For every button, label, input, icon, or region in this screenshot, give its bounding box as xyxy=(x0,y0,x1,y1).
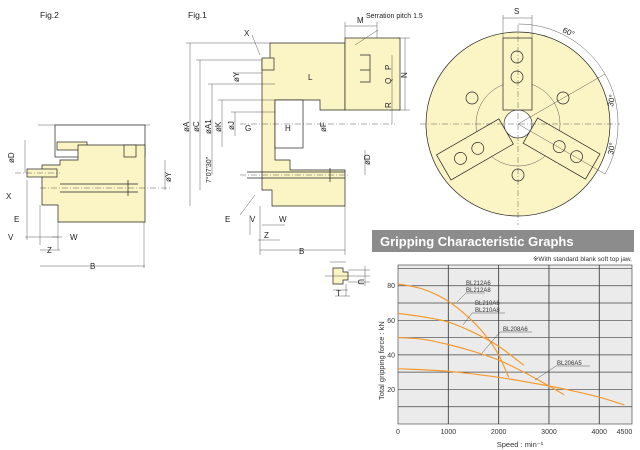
fig2-dim-W: W xyxy=(70,233,78,242)
fig1-dim-W: W xyxy=(279,215,287,224)
curves xyxy=(397,283,625,406)
fig2-plunger xyxy=(123,144,137,158)
y-tick-label: 20 xyxy=(387,387,395,394)
fig2-dim-E: E xyxy=(14,215,19,224)
y-tick-label: 80 xyxy=(387,283,395,290)
fig2-drawing: Fig.2 øD X E V W Z B øY xyxy=(6,10,173,271)
fig2-body xyxy=(41,144,146,223)
fig1-dim-R: R xyxy=(384,102,393,108)
series-line-BL208A6 xyxy=(397,336,565,396)
series-line-BL212A6 xyxy=(397,283,510,378)
fig1-title: Fig.1 xyxy=(188,10,207,20)
x-axis-label: Speed : min⁻¹ xyxy=(497,440,544,449)
fig1-dim-Z: Z xyxy=(264,231,269,240)
fig1-dim-A: øA xyxy=(182,121,191,132)
x-tick-label: 1000 xyxy=(441,429,457,436)
jaw-detail-drawing: U T xyxy=(325,261,370,298)
fig1-dimension-lines xyxy=(186,22,410,255)
fig1-drawing: Fig.1 X øY L øA øC øA1 øK øJ G H øF 7°07… xyxy=(182,10,423,256)
fig1-dim-L: L xyxy=(308,73,313,82)
chart-note: ※With standard blank soft top jaw. xyxy=(533,256,632,263)
jaw-right xyxy=(522,117,601,180)
fig2-dim-Y: øY xyxy=(164,171,173,182)
y-tick-label: 40 xyxy=(387,352,395,359)
fig1-jaw xyxy=(344,37,401,111)
jaw-dim-U: U xyxy=(356,279,365,285)
front-dimension-lines xyxy=(502,15,619,175)
x-tick-label: 4500 xyxy=(617,429,633,436)
front-view-drawing: S 60° 30° 30° xyxy=(420,7,620,225)
fig1-dim-C: øC xyxy=(192,121,201,132)
series-line-BL210A6 xyxy=(397,312,525,366)
series-line-BL206A5 xyxy=(397,368,625,406)
y-axis-label: Total gripping force : kN xyxy=(377,321,386,400)
fig1-dim-V: V xyxy=(250,215,256,224)
fig1-dim-Q: Q xyxy=(384,78,393,84)
label-BL212A8: BL212A8 xyxy=(466,288,491,294)
fig1-dim-E: E xyxy=(225,215,230,224)
fig1-screw-head xyxy=(261,57,275,71)
fig1-dim-P: P xyxy=(384,65,393,70)
jaw-top xyxy=(502,37,533,111)
fig2-dim-Z: Z xyxy=(47,246,52,255)
fig2-dim-B: B xyxy=(90,262,95,271)
fig1-dim-G: G xyxy=(245,124,251,133)
fig2-dim-D: øD xyxy=(7,152,16,163)
label-BL210A8: BL210A8 xyxy=(475,308,500,314)
fig1-dim-angle: 7°07'30" xyxy=(205,156,213,183)
annotation-leaders xyxy=(456,292,590,381)
mount-hole xyxy=(465,91,479,105)
fig1-dim-J: øJ xyxy=(227,121,236,130)
label-BL208A6: BL208A6 xyxy=(503,327,528,333)
chart-header-band xyxy=(372,230,634,252)
x-tick-label: 0 xyxy=(396,429,400,436)
fig2-centerlines xyxy=(15,172,170,189)
jaw-left xyxy=(436,118,514,181)
gripping-chart: Gripping Characteristic Graphs ※With sta… xyxy=(372,230,634,449)
y-tick-label: 60 xyxy=(387,318,395,325)
fig1-dim-H: H xyxy=(285,124,291,133)
front-dim-S: S xyxy=(514,7,519,16)
chart-title: Gripping Characteristic Graphs xyxy=(380,234,574,249)
x-tick-label: 4000 xyxy=(592,429,608,436)
mount-hole xyxy=(556,91,570,105)
fig1-body xyxy=(261,42,346,207)
x-tick-label: 2000 xyxy=(491,429,507,436)
x-tick-label: 3000 xyxy=(541,429,557,436)
fig1-serration-note: Serration pitch 1.5 xyxy=(366,13,423,20)
label-BL212A6: BL212A6 xyxy=(466,281,491,287)
fig1-centerlines xyxy=(240,123,395,176)
fig1-dim-X: X xyxy=(244,29,250,38)
front-centerlines xyxy=(420,25,620,225)
label-BL206A5: BL206A5 xyxy=(557,361,582,367)
fig2-dim-X: X xyxy=(6,192,12,201)
fig1-dim-N: N xyxy=(400,72,409,78)
front-angle-30a: 30° xyxy=(606,94,617,107)
fig2-title: Fig.2 xyxy=(40,10,59,20)
front-angle-60: 60° xyxy=(561,26,576,39)
jaw-detail-dims xyxy=(325,261,370,297)
front-angle-30b: 30° xyxy=(606,142,617,155)
fig1-bolts xyxy=(247,54,371,182)
fig1-dim-K: øK xyxy=(214,121,223,132)
fig1-dim-A1: øA1 xyxy=(204,119,213,134)
fig1-dim-Y: øY xyxy=(232,71,241,82)
fig2-dimension-lines xyxy=(24,140,166,268)
jaw-dim-T: T xyxy=(336,289,341,298)
fig1-dim-M: M xyxy=(357,16,364,25)
series-annotations: BL212A6 BL212A8 BL210A6 BL210A8 BL208A6 … xyxy=(456,281,590,381)
fig1-dim-D: øD xyxy=(363,154,372,165)
label-BL210A6: BL210A6 xyxy=(475,301,500,307)
ticks: 20 40 60 80 0 1000 2000 3000 4000 4500 xyxy=(387,283,632,436)
plot-area xyxy=(397,264,633,425)
fig1-dim-B: B xyxy=(299,247,304,256)
fig2-dim-V: V xyxy=(8,233,14,242)
fig1-dim-F: øF xyxy=(319,122,328,132)
